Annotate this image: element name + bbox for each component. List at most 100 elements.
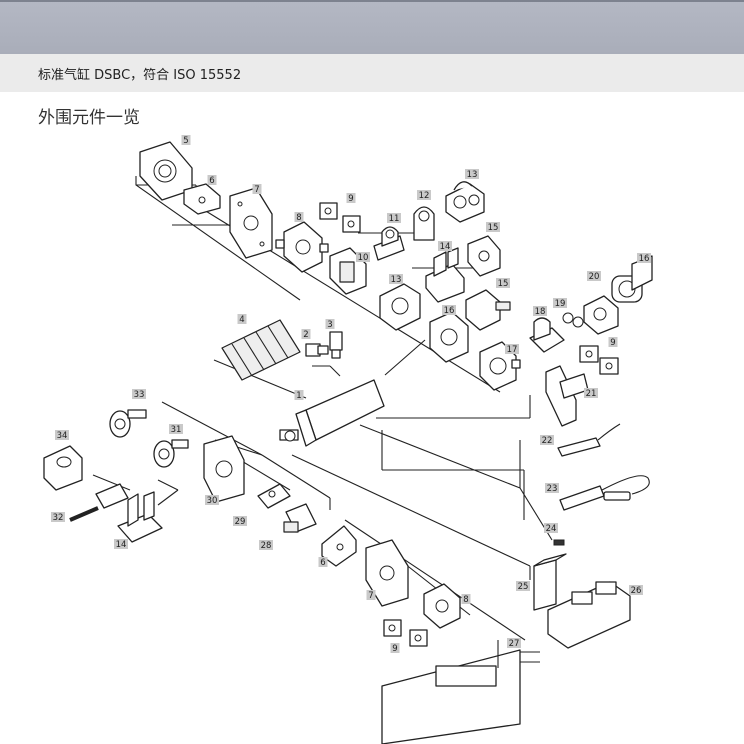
part-drawing-24 [553, 539, 565, 546]
part-label-text: 11 [389, 214, 400, 224]
part-label-p5: 5 [181, 135, 191, 146]
part-label-p6b: 6 [318, 557, 328, 568]
part-label-tag [533, 306, 547, 316]
part-label-text: 19 [555, 299, 566, 309]
part-label-tag [237, 314, 247, 324]
part-drawing-23 [559, 475, 650, 511]
part-drawing-12 [413, 206, 435, 241]
part-label-p2: 2 [301, 329, 311, 340]
part-label-p33: 33 [132, 389, 146, 400]
part-label-text: 16 [444, 306, 455, 316]
part-label-tag [207, 175, 217, 185]
part-label-text: 22 [542, 436, 553, 446]
part-label-p19: 19 [553, 298, 567, 309]
part-label-text: 7 [254, 185, 259, 195]
part-label-text: 32 [53, 513, 64, 523]
part-label-tag [637, 253, 651, 263]
part-drawing-6a [183, 183, 221, 215]
part-label-p21: 21 [584, 388, 598, 399]
part-label-tag [587, 271, 601, 281]
part-label-text: 12 [419, 191, 430, 201]
part-drawing-16b [611, 255, 653, 303]
peripherals-diagram: 1234566778899910111213131414151516161718… [43, 135, 653, 744]
part-label-tag [442, 305, 456, 315]
part-label-tag [417, 190, 431, 200]
part-label-text: 8 [463, 595, 468, 605]
part-drawing-6b [321, 525, 357, 567]
part-label-text: 31 [171, 425, 182, 435]
part-label-p15a: 15 [486, 222, 500, 233]
part-label-p29: 29 [233, 516, 247, 527]
part-drawing-33 [109, 409, 147, 438]
section-title: 外围元件一览 [38, 108, 140, 128]
part-drawing-1 [279, 379, 385, 447]
part-drawing-22 [557, 423, 621, 457]
part-label-p7b: 7 [366, 590, 376, 601]
part-label-tag [608, 337, 618, 347]
part-drawing-34 [43, 445, 83, 491]
part-drawing-29 [257, 483, 291, 509]
part-label-tag [387, 213, 401, 223]
part-label-text: 13 [391, 275, 402, 285]
part-drawing-7b [365, 539, 409, 607]
part-drawing-8b [423, 583, 461, 629]
part-label-tag [252, 184, 262, 194]
part-label-tag [545, 483, 559, 493]
part-label-p20: 20 [587, 271, 601, 282]
part-label-text: 13 [467, 170, 478, 180]
part-label-tag [390, 643, 400, 653]
part-label-tag [389, 274, 403, 284]
document-subtitle: 标准气缸 DSBC，符合 ISO 15552 [38, 68, 242, 83]
part-label-p9a: 9 [346, 193, 356, 204]
part-label-text: 4 [239, 315, 244, 325]
part-label-text: 33 [134, 390, 145, 400]
part-label-tag [132, 389, 146, 399]
part-drawing-7a [229, 187, 273, 259]
part-label-tag [325, 319, 335, 329]
part-drawing-9b [579, 345, 619, 375]
part-label-p13a: 13 [465, 169, 479, 180]
part-label-p30: 30 [205, 495, 219, 506]
part-label-text: 15 [498, 279, 509, 289]
part-label-text: 25 [518, 582, 529, 592]
part-drawing-13a [445, 181, 485, 223]
part-drawing-19 [562, 312, 584, 328]
part-label-text: 6 [209, 176, 214, 186]
part-label-text: 27 [509, 639, 520, 649]
part-label-text: 1 [296, 391, 301, 401]
part-label-tag [55, 430, 69, 440]
part-label-text: 7 [368, 591, 373, 601]
part-label-p12: 12 [417, 190, 431, 201]
part-drawing-20 [583, 295, 619, 335]
part-label-tag [181, 135, 191, 145]
header-bar-edge [0, 0, 744, 2]
part-drawing-13b [379, 283, 421, 331]
part-label-text: 23 [547, 484, 558, 494]
part-label-tag [553, 298, 567, 308]
part-label-p32: 32 [51, 512, 65, 523]
part-label-p10: 10 [356, 252, 370, 263]
part-label-text: 24 [546, 524, 557, 534]
part-label-tag [465, 169, 479, 179]
part-drawing-27 [381, 640, 540, 744]
part-label-tag [233, 516, 247, 526]
part-label-text: 30 [207, 496, 218, 506]
part-label-text: 29 [235, 517, 246, 527]
part-label-p8b: 8 [461, 594, 471, 605]
part-drawing-26 [547, 581, 631, 649]
part-label-tag [346, 193, 356, 203]
part-label-text: 9 [610, 338, 615, 348]
part-label-p24: 24 [544, 523, 558, 534]
part-drawing-11 [373, 226, 405, 261]
part-label-p1: 1 [294, 390, 304, 401]
header-bar [0, 0, 744, 54]
part-label-text: 2 [303, 330, 308, 340]
part-drawing-28 [283, 503, 317, 533]
part-label-tag [438, 241, 452, 251]
part-label-tag [505, 344, 519, 354]
part-label-p34: 34 [55, 430, 69, 441]
part-label-text: 20 [589, 272, 600, 282]
part-label-tag [51, 512, 65, 522]
part-label-text: 18 [535, 307, 546, 317]
part-drawing-14b [117, 491, 163, 543]
